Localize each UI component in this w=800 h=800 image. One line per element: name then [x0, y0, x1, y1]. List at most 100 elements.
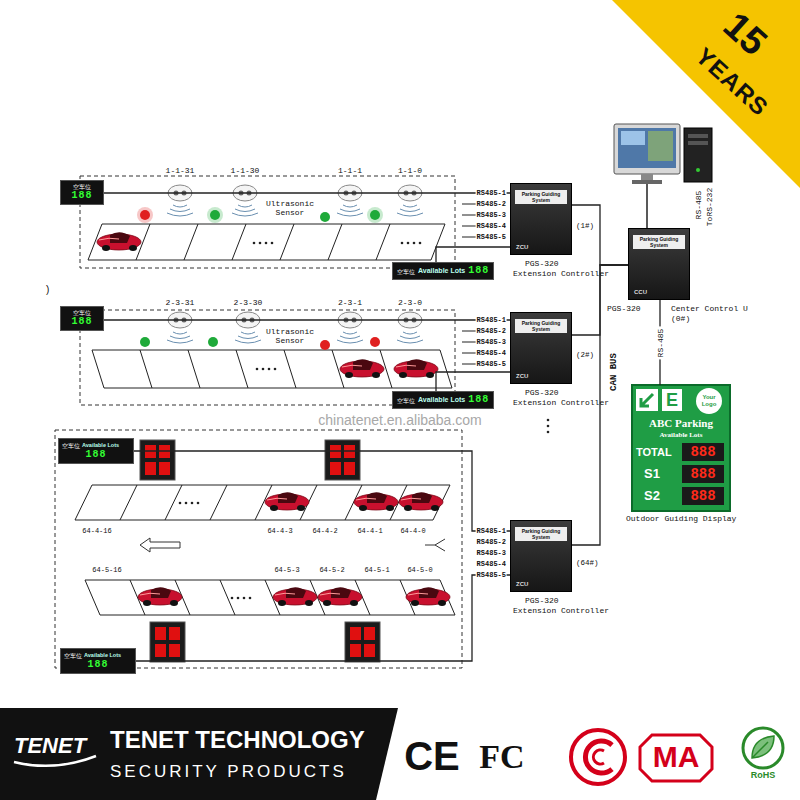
port-label: RS485-4 [476, 349, 507, 357]
display-digits: 188 [71, 316, 92, 328]
port-label: RS485-2 [476, 327, 507, 335]
port-label: RS485-5 [476, 233, 507, 241]
display-caption: 空车位 [397, 397, 415, 404]
pc-cable [646, 184, 648, 228]
certification-text: MA [640, 740, 712, 774]
interface-label: ToRS-232 [705, 188, 714, 226]
connector [572, 205, 628, 265]
device-caption: Extension Controller [513, 269, 609, 278]
space-id: 64-4-2 [312, 527, 337, 535]
model-number: PGS-320 [525, 596, 559, 605]
years-badge-text: YEARS [690, 42, 774, 121]
connector [134, 451, 510, 531]
parking-row [85, 580, 455, 615]
device-code: ZCU [516, 581, 528, 587]
parked-car [340, 359, 384, 378]
space-id: 64-5-2 [319, 566, 344, 574]
parked-car [138, 587, 182, 606]
port-label: RS485-1 [476, 527, 507, 535]
device-caption: Center Control U [671, 304, 748, 313]
connector [436, 372, 510, 391]
display-title: ABC Parking [632, 417, 730, 429]
sensor-id: 1-1-1 [338, 166, 362, 175]
ccc-mark [571, 730, 625, 784]
available-lots-display: 空车位Available Lots188 [392, 262, 494, 280]
lamp-glow [367, 207, 383, 223]
available-lots-display: 空车位Available Lots188 [58, 438, 134, 464]
certification-mark: MA [640, 733, 712, 781]
zone-frame [80, 176, 455, 268]
green-lamp [370, 210, 380, 220]
sensor-waves [232, 205, 258, 216]
center-control-unit: Parking Guiding SystemCCUPGS-320Center C… [628, 228, 690, 300]
lamp-glow [207, 207, 223, 223]
red-lamp [140, 210, 150, 220]
sensor-id: 2-3-30 [234, 298, 263, 307]
space-id: 64-4-0 [400, 527, 425, 535]
footer-band [0, 708, 398, 800]
display-subtitle: Available Lots [632, 431, 730, 439]
drive-bay [688, 134, 708, 138]
monitor-stand [641, 174, 653, 180]
sensor-id: 2-3-1 [338, 298, 362, 307]
lamp-glow [137, 207, 153, 223]
space-indicator [325, 440, 360, 480]
power-led [696, 168, 700, 172]
extension-controller: Parking Guiding SystemZCU(1#)PGS-320Exte… [510, 183, 572, 255]
company-name: TENET TECHNOLOGY [110, 726, 365, 754]
space-id: 64-5-1 [364, 566, 389, 574]
green-lamp [210, 210, 220, 220]
certification-mark: RoHS [751, 770, 776, 780]
entrance-sign: E [662, 389, 682, 411]
parked-car [399, 492, 443, 511]
display-caption: 空车位 [397, 268, 415, 275]
display-digits: 188 [468, 265, 489, 277]
red-lamp [320, 340, 330, 350]
port-label: RS485-3 [476, 549, 507, 557]
parked-car [265, 492, 309, 511]
parked-car [318, 587, 362, 606]
model-number: PGS-320 [525, 388, 559, 397]
device-label: Parking Guiding System [515, 527, 567, 541]
monitor-base [632, 180, 662, 184]
space-id: 64-4-3 [267, 527, 292, 535]
display-caption: 空车位 [73, 309, 91, 316]
monitor-screen [618, 128, 676, 168]
row-name: TOTAL [636, 446, 672, 458]
port-label: RS485-2 [476, 200, 507, 208]
space-indicator [150, 622, 185, 662]
parked-car [406, 587, 450, 606]
certification-mark: FC [479, 738, 524, 776]
space-id: 64-4-1 [357, 527, 382, 535]
row-name: S1 [644, 466, 660, 481]
drive-bay [688, 141, 708, 145]
green-lamp [320, 212, 330, 222]
ellipsis-dots [401, 242, 422, 245]
parked-car [354, 492, 398, 511]
unit-number: (2#) [576, 351, 594, 359]
count-digits: 888 [682, 465, 724, 483]
ellipsis-dots [256, 368, 277, 371]
stall-dividers [136, 224, 390, 260]
parking-row [88, 224, 445, 260]
sensor-waves [167, 332, 193, 343]
extension-controller: Parking Guiding SystemZCU(2#)PGS-320Exte… [510, 312, 572, 384]
count-digits: 888 [682, 443, 724, 461]
space-id: 64-4-16 [82, 527, 111, 535]
device-label: Parking Guiding System [633, 235, 685, 249]
stall-dividers [140, 350, 392, 388]
ellipsis-dots [253, 242, 274, 245]
device-label: Parking Guiding System [515, 319, 567, 333]
available-lots-display: 空车位188 [60, 180, 104, 205]
monitor [614, 124, 680, 174]
count-digits: 888 [682, 487, 724, 505]
port-stubs [462, 204, 476, 237]
display-caption: 空车位 [62, 442, 80, 449]
unit-number: (1#) [576, 222, 594, 230]
display-caption: Available Lots [84, 651, 121, 659]
display-caption: Available Lots [418, 396, 465, 404]
sensor-id: 1-1-0 [398, 166, 422, 175]
space-id: 64-5-16 [92, 566, 121, 574]
device-caption: Extension Controller [513, 606, 609, 615]
sensor-waves [167, 205, 193, 216]
